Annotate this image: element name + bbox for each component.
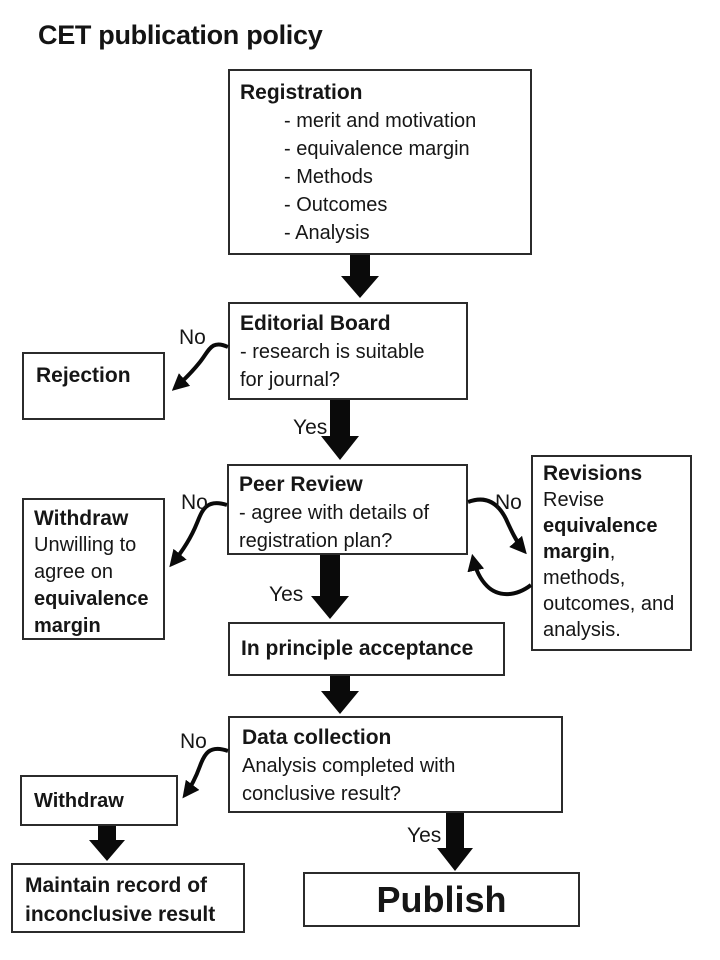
list-item: - Methods (284, 166, 373, 188)
node-heading: Withdraw (34, 507, 129, 530)
node-heading: Registration (240, 81, 363, 104)
node-text: Unwilling to (34, 534, 137, 556)
curve-data-to-withdraw (182, 746, 229, 799)
node-text: for journal? (240, 369, 341, 391)
node-heading: Editorial Board (240, 312, 391, 335)
node-text: conclusive result? (242, 783, 401, 805)
node-rejection: Rejection (22, 352, 165, 420)
arrow-data-to-publish (437, 813, 473, 871)
node-registration: Registration - merit and motivation - eq… (228, 69, 532, 255)
node-text-bold: margin (543, 541, 610, 563)
node-text: margin (34, 615, 101, 637)
node-text: Analysis completed with (242, 755, 456, 777)
node-text: Revise (543, 489, 605, 511)
arrow-registration-to-editorial (341, 255, 379, 298)
node-editorial-board: Editorial Board - research is suitable f… (228, 302, 468, 400)
label-yes-editorial: Yes (293, 416, 328, 439)
arrow-acceptance-to-data (321, 676, 359, 714)
label-no-editorial: No (179, 326, 206, 349)
node-text: margin, (543, 539, 680, 565)
node-text: methods, (543, 567, 626, 589)
node-heading: Revisions (543, 462, 643, 485)
node-text: analysis. (543, 619, 621, 641)
node-text: - research is suitable (240, 341, 425, 363)
arrow-peer-to-acceptance (311, 555, 349, 619)
node-in-principle-acceptance: In principle acceptance (228, 622, 505, 676)
list-item: - Analysis (284, 222, 370, 244)
node-heading: Withdraw (34, 789, 124, 812)
node-withdraw-peer: Withdraw Unwilling to agree on equivalen… (22, 498, 165, 640)
list-item: - equivalence margin (284, 138, 470, 160)
node-text: equivalence (34, 588, 149, 610)
node-text: inconclusive result (25, 903, 216, 926)
node-data-collection: Data collection Analysis completed with … (228, 716, 563, 813)
node-text: equivalence (543, 515, 658, 537)
node-maintain-record: Maintain record of inconclusive result (11, 863, 245, 933)
node-peer-review: Peer Review - agree with details of regi… (227, 464, 468, 555)
list-item: - Outcomes (284, 194, 388, 216)
label-no-data: No (180, 730, 207, 753)
node-heading: Data collection (242, 726, 392, 749)
label-yes-data: Yes (407, 824, 442, 847)
node-text: - agree with details of (239, 502, 430, 524)
node-heading: Publish (376, 878, 507, 920)
label-yes-peer: Yes (269, 583, 304, 606)
node-heading: In principle acceptance (241, 637, 474, 660)
node-withdraw-data: Withdraw (20, 775, 178, 826)
node-text: agree on (34, 561, 113, 583)
curve-editorial-to-rejection (171, 342, 229, 391)
node-text-tail: , (609, 541, 616, 563)
node-heading: Peer Review (239, 473, 363, 496)
node-revisions: Revisions Revise equivalence margin, met… (531, 455, 692, 651)
arrow-withdraw-to-maintain (89, 826, 125, 861)
label-no-peer-left: No (181, 491, 208, 514)
node-text: outcomes, and (543, 593, 675, 615)
node-text: Maintain record of (25, 874, 208, 897)
node-heading: Rejection (36, 364, 131, 387)
list-item: - merit and motivation (284, 110, 477, 132)
curve-revisions-to-peer (467, 553, 533, 597)
label-no-peer-right: No (495, 491, 522, 514)
node-publish: Publish (303, 872, 580, 927)
node-text: registration plan? (239, 530, 393, 552)
page-title: CET publication policy (38, 20, 323, 50)
